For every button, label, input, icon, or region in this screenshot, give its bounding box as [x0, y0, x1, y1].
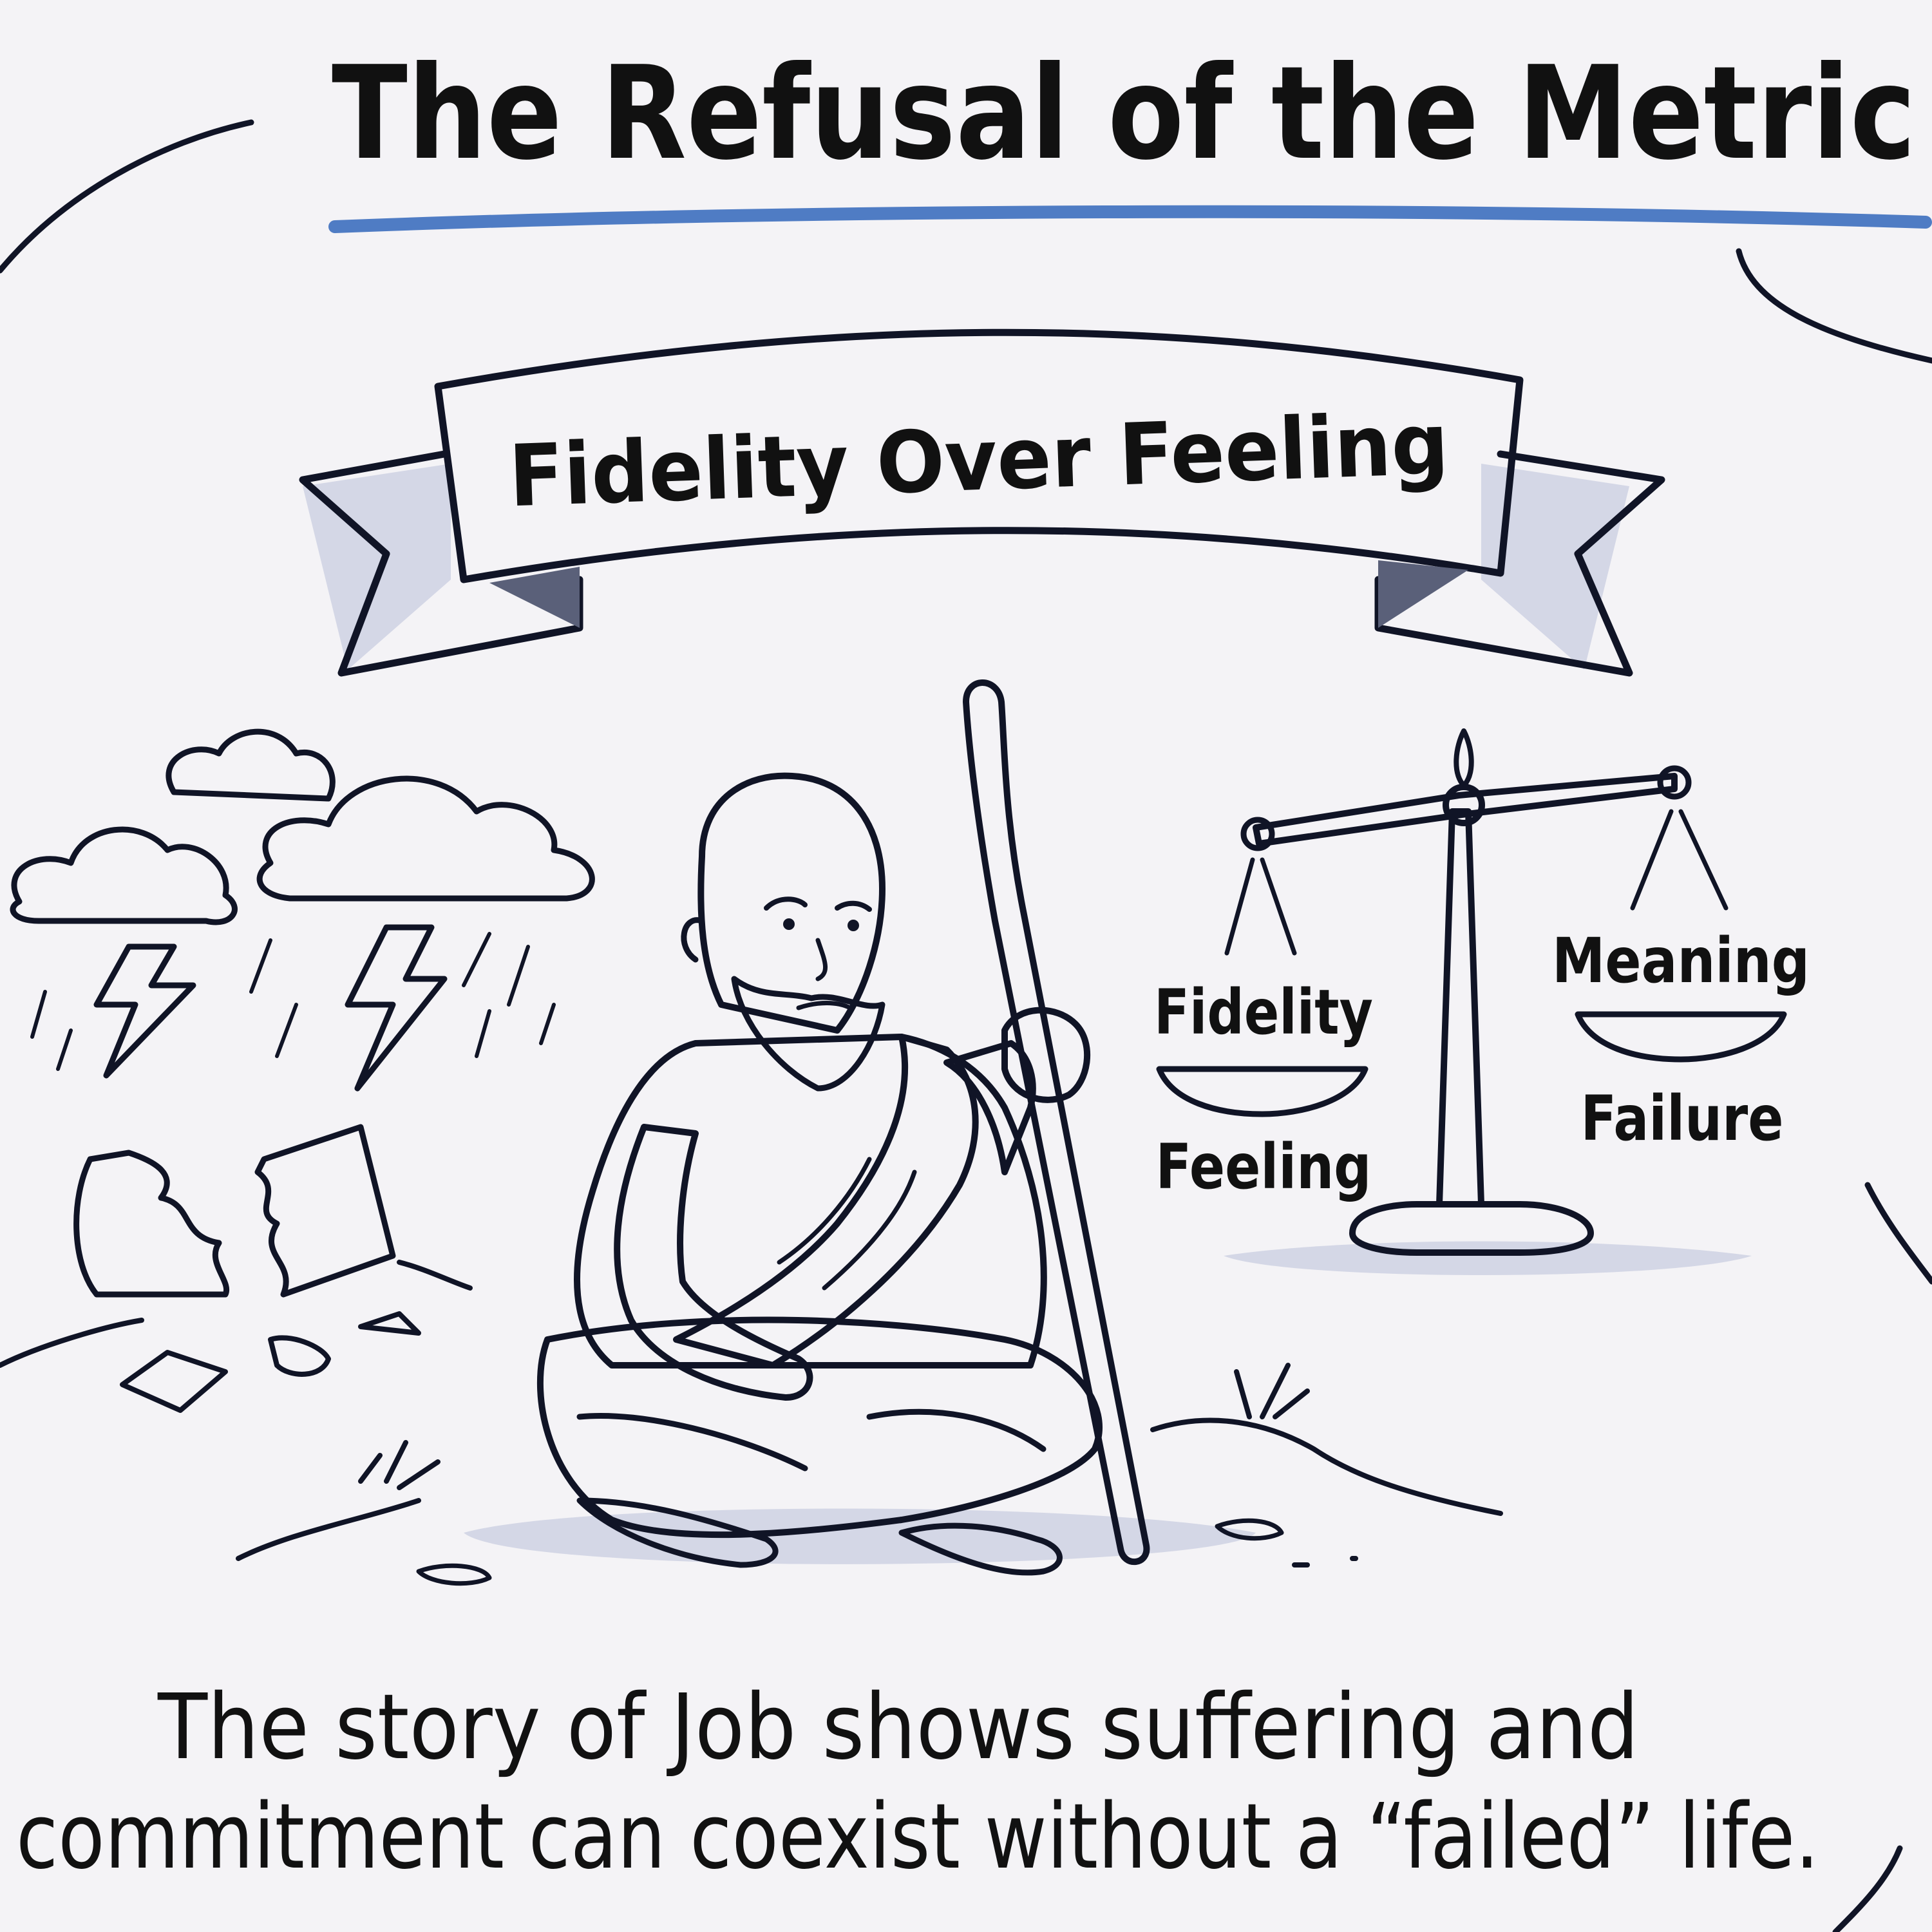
lightning-icon	[30, 924, 556, 1092]
scale-right-bottom-label: Failure	[1581, 1083, 1784, 1155]
balance-scale-icon	[1156, 728, 1787, 1275]
broken-pot-icon	[0, 1124, 473, 1413]
job-figure-icon	[536, 772, 1103, 1576]
scale-right-top-label: Meaning	[1552, 925, 1810, 997]
scale-left-top-label: Fidelity	[1154, 976, 1373, 1048]
storm-cloud-icon	[10, 728, 595, 925]
ribbon-banner	[299, 328, 1665, 677]
scale-left-bottom-label: Feeling	[1156, 1131, 1372, 1203]
page-title: The Refusal of the Metric	[332, 39, 1916, 189]
decorative-curves	[0, 119, 1932, 1932]
caption-line-2: commitment can coexist without a “failed…	[16, 1785, 1819, 1889]
staff-icon	[963, 679, 1150, 1566]
ground	[236, 1363, 1503, 1586]
caption-line-1: The story of Job shows suffering and	[157, 1675, 1639, 1780]
title-underline	[328, 205, 1932, 233]
banner-label: Fidelity Over Feeling	[507, 395, 1450, 527]
